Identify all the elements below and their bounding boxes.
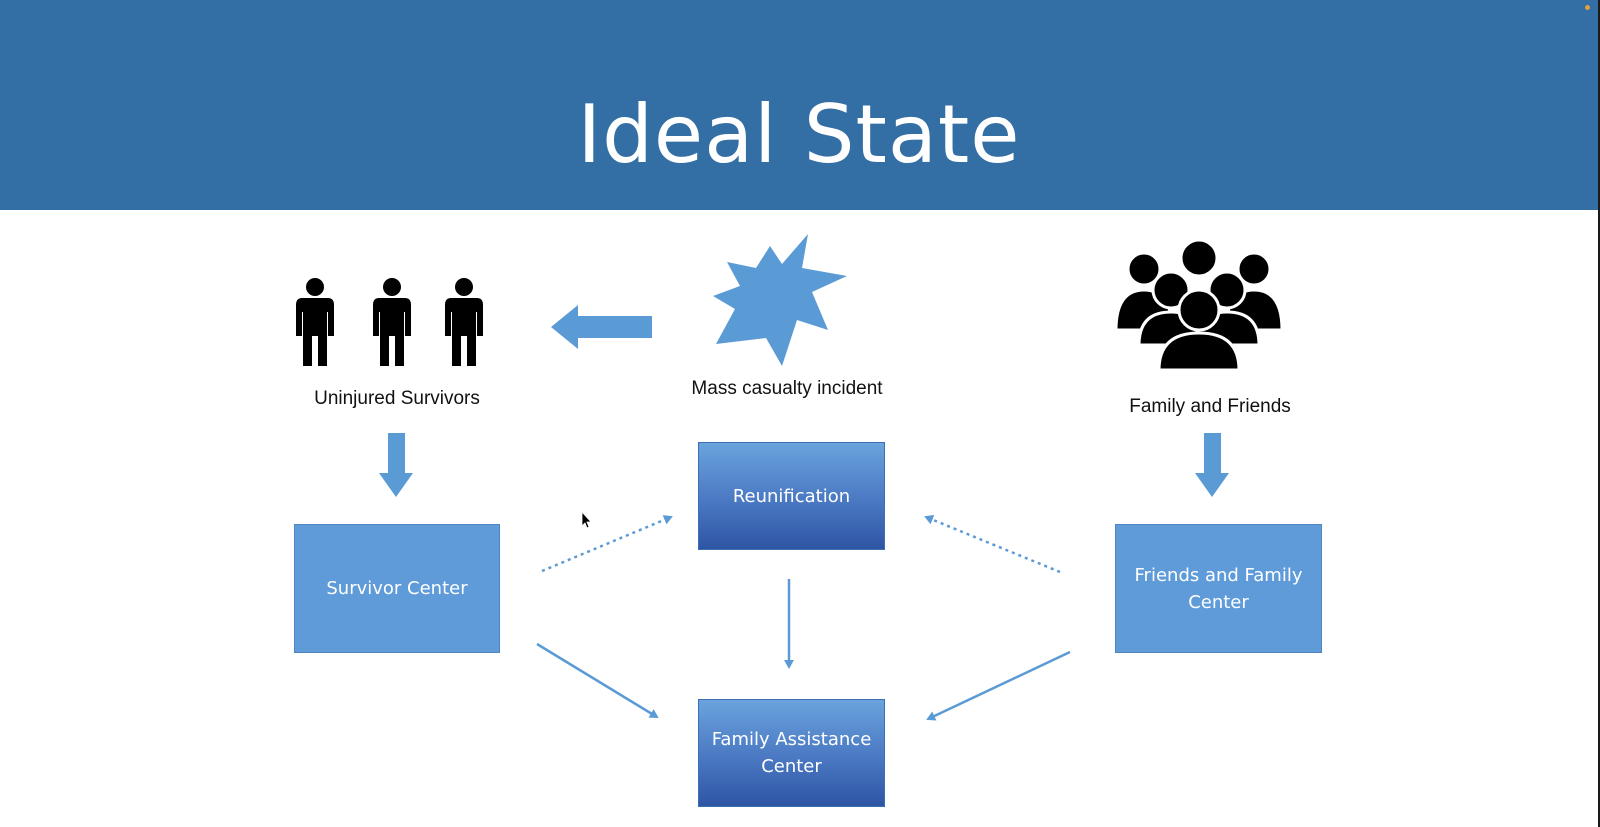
slide-title: Ideal State	[577, 88, 1021, 181]
survivor-center-box-label: Survivor Center	[326, 578, 468, 599]
friends-family-center-box: Friends and Family Center	[1115, 524, 1322, 653]
recording-indicator	[1585, 5, 1590, 10]
family-down-arrow	[1195, 433, 1229, 497]
reunification-box-label: Reunification	[732, 485, 851, 507]
person-icon	[373, 278, 411, 366]
family-label: Family and Friends	[1129, 396, 1291, 417]
survivor-center-box: Survivor Center	[294, 524, 500, 653]
incident-label: Mass casualty incident	[691, 378, 883, 399]
mouse-pointer-icon	[581, 510, 592, 529]
survivors-label: Uninjured Survivors	[314, 388, 480, 409]
person-icon	[296, 278, 334, 366]
starburst-icon	[713, 234, 847, 366]
reunification-box: Reunification	[698, 442, 885, 550]
survivor-to-reunification-connector	[541, 515, 673, 573]
survivors-down-arrow	[379, 433, 413, 497]
window-edge	[1598, 0, 1600, 827]
header-banner: Ideal State	[0, 0, 1598, 210]
incident-to-survivors-arrow	[551, 305, 652, 349]
crowd-icon	[1114, 238, 1284, 372]
family-assistance-center-box-label: Family Assistance Center	[711, 729, 872, 777]
friends-to-assistance-connector	[926, 650, 1071, 721]
friends-family-center-box-label: Friends and Family Center	[1134, 564, 1303, 613]
person-icon	[445, 278, 483, 366]
survivor-to-assistance-connector	[536, 642, 659, 719]
friends-to-reunification-connector	[924, 515, 1061, 574]
family-assistance-center-box: Family Assistance Center	[698, 699, 885, 807]
